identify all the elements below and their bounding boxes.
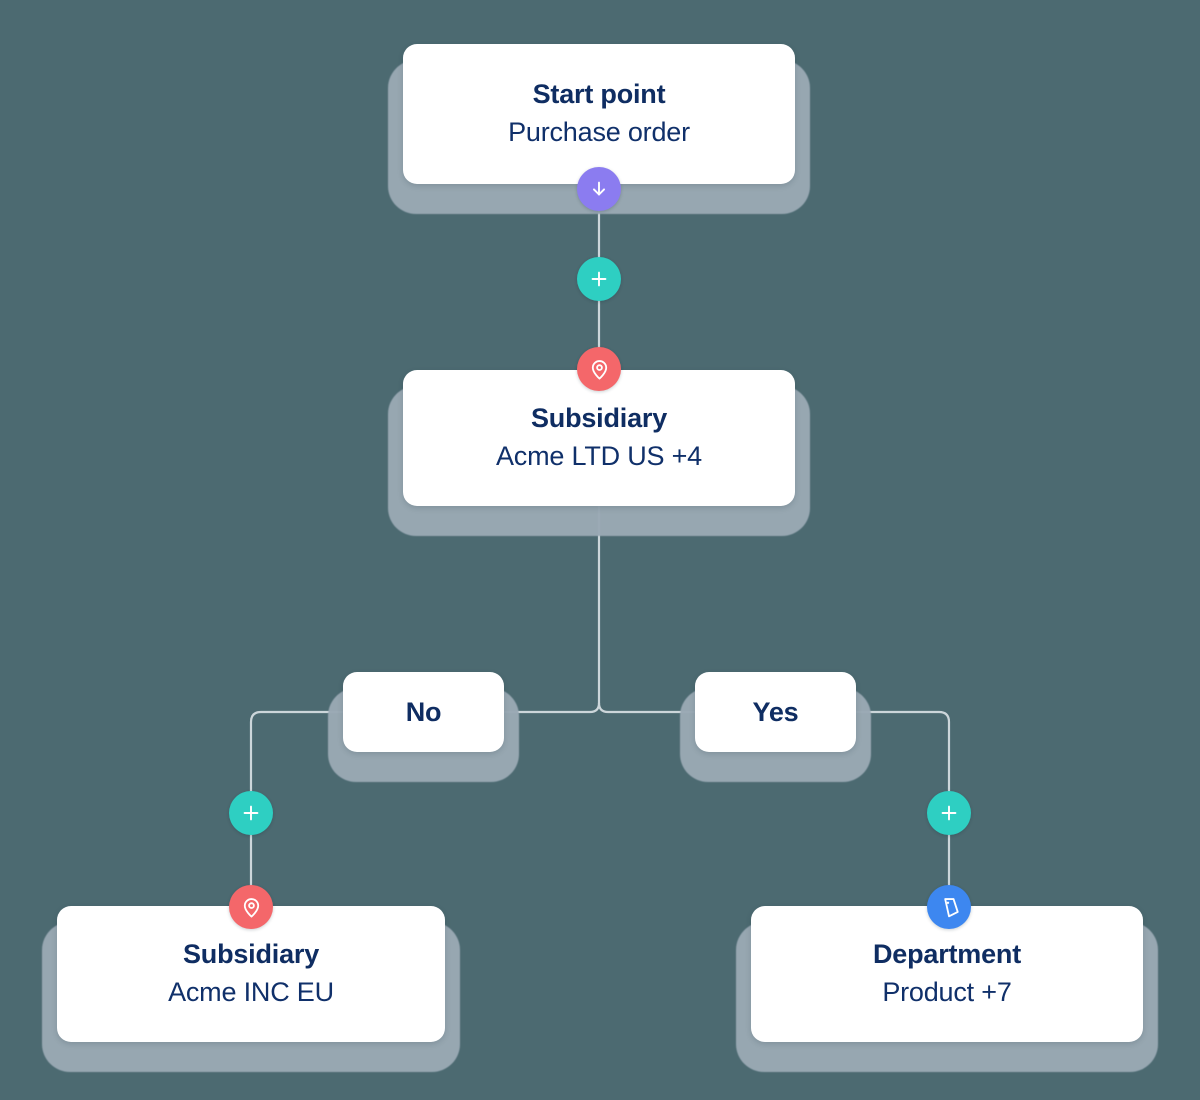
arrow-down-icon[interactable] bbox=[577, 167, 621, 211]
node-branch-yes[interactable]: Yes bbox=[680, 672, 871, 782]
plus-icon[interactable] bbox=[577, 257, 621, 301]
node-subsidiary-eu[interactable]: Subsidiary Acme INC EU bbox=[42, 906, 460, 1072]
node-department[interactable]: Department Product +7 bbox=[736, 906, 1158, 1072]
node-subtitle: Purchase order bbox=[508, 116, 690, 147]
node-subsidiary-us[interactable]: Subsidiary Acme LTD US +4 bbox=[388, 370, 810, 536]
branch-label: No bbox=[405, 696, 442, 727]
card-body[interactable]: Start point Purchase order bbox=[403, 44, 795, 184]
plus-icon[interactable] bbox=[927, 791, 971, 835]
node-title: Subsidiary bbox=[530, 403, 668, 434]
node-subtitle: Acme INC EU bbox=[168, 976, 334, 1007]
card-body[interactable]: Subsidiary Acme LTD US +4 bbox=[403, 370, 795, 506]
node-branch-no[interactable]: No bbox=[328, 672, 519, 782]
node-subtitle: Product +7 bbox=[882, 976, 1012, 1007]
plus-icon[interactable] bbox=[229, 791, 273, 835]
map-pin-icon[interactable] bbox=[229, 885, 273, 929]
price-tag-icon[interactable] bbox=[927, 885, 971, 929]
branch-label: Yes bbox=[752, 696, 799, 727]
node-title: Department bbox=[872, 939, 1022, 970]
card-body[interactable]: No bbox=[343, 672, 504, 752]
node-subtitle: Acme LTD US +4 bbox=[495, 440, 702, 471]
map-pin-icon[interactable] bbox=[577, 347, 621, 391]
node-title: Start point bbox=[532, 79, 666, 110]
card-body[interactable]: Yes bbox=[695, 672, 856, 752]
node-start-point[interactable]: Start point Purchase order bbox=[388, 44, 810, 214]
node-title: Subsidiary bbox=[182, 939, 320, 970]
